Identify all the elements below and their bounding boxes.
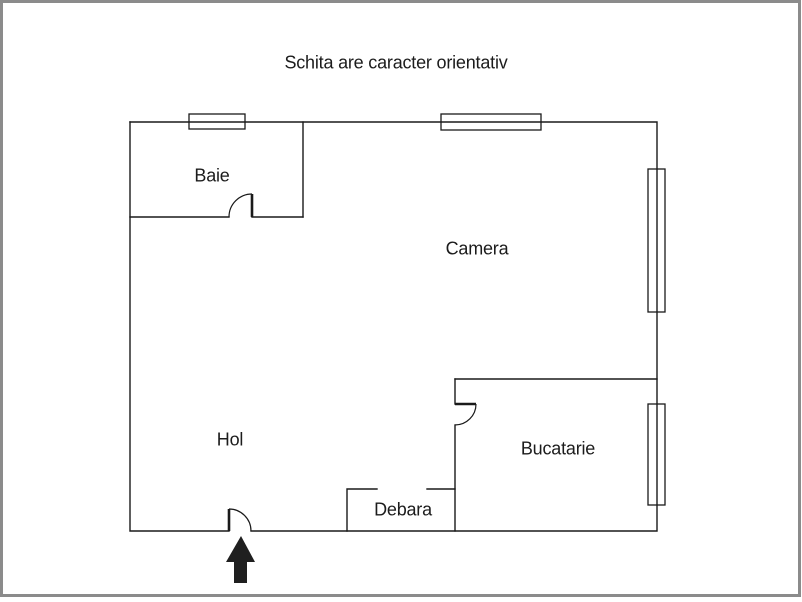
bucatarie-walls — [454, 378, 658, 532]
debara-walls — [346, 488, 456, 532]
room-label-bucatarie: Bucatarie — [520, 438, 596, 459]
room-label-camera: Camera — [445, 238, 509, 259]
apartment-outer-walls — [129, 121, 658, 532]
room-label-debara: Debara — [374, 499, 432, 520]
window-icon-top-camera — [440, 113, 542, 131]
window-icon-right-camera — [647, 168, 666, 313]
room-label-baie: Baie — [194, 165, 230, 186]
bucatarie-door-icon — [454, 402, 477, 426]
entrance-door-icon — [227, 508, 252, 532]
page-title: Schita are caracter orientativ — [284, 52, 508, 73]
baie-door-icon — [228, 193, 254, 218]
room-label-hol: Hol — [216, 429, 244, 450]
baie-walls — [129, 121, 304, 218]
window-icon-right-bucatarie — [647, 403, 666, 506]
window-icon-top-baie — [188, 113, 246, 130]
entrance-arrow-icon — [226, 536, 255, 583]
